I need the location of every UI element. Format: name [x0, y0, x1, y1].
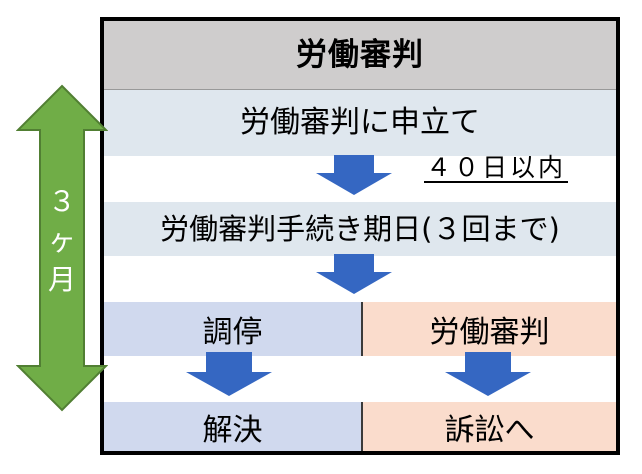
down-arrow-icon: [316, 254, 392, 294]
deadline-note: ４０日以内: [424, 153, 569, 184]
duration-counter: ヶ: [47, 224, 76, 257]
outcome-lawsuit: 訴訟へ: [363, 402, 616, 451]
diagram-frame: 労働審判 労働審判に申立て 労働審判手続き期日(３回まで) 調停 労働審判 解決…: [100, 17, 620, 455]
duration-number: ３: [47, 185, 76, 218]
down-arrow-icon: [445, 352, 531, 396]
duration-unit: 月: [47, 263, 76, 296]
outcome-resolution: 解決: [104, 402, 363, 451]
spacer: [104, 356, 616, 402]
branch-mediation: 調停: [104, 302, 363, 356]
branch-labor-tribunal: 労働審判: [363, 302, 616, 356]
down-arrow-icon: [316, 155, 392, 195]
diagram-title: 労働審判: [104, 21, 616, 89]
double-arrow-icon: [16, 84, 108, 412]
down-arrow-icon: [186, 352, 272, 396]
step-application: 労働審判に申立て: [104, 89, 616, 156]
step-hearing-dates: 労働審判手続き期日(３回まで): [104, 202, 616, 256]
